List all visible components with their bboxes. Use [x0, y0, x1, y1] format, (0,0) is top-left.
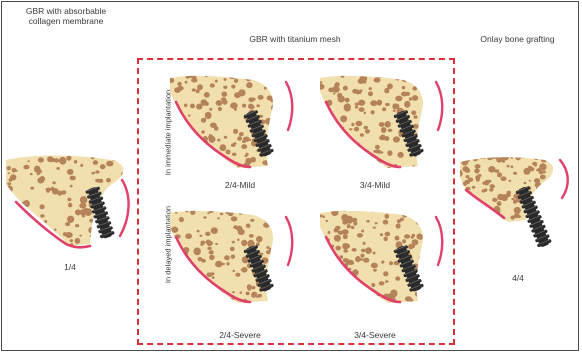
soft-tissue-line — [560, 160, 568, 198]
soft-tissue-line — [436, 82, 442, 130]
illustration-mid-top-right — [318, 70, 448, 170]
illustration-mid-bottom-right — [318, 205, 448, 305]
header-middle: GBR with titanium mesh — [200, 34, 390, 44]
label-mid-bottom-left: 2/4-Severe — [195, 330, 285, 340]
illustration-right — [458, 140, 580, 260]
soft-tissue-line — [120, 180, 129, 236]
illustration-mid-bottom-left — [168, 205, 298, 305]
label-right: 4/4 — [488, 273, 548, 283]
label-mid-bottom-right: 3/4-Severe — [330, 330, 420, 340]
soft-tissue-line — [286, 82, 292, 130]
illustration-mid-top-left — [168, 70, 298, 170]
header-right: Onlay bone grafting — [455, 34, 580, 44]
soft-tissue-line — [286, 217, 292, 265]
header-left-line1: GBR with absorbable — [6, 6, 126, 16]
label-mid-top-right: 3/4-Mild — [335, 180, 415, 190]
soft-tissue-line — [436, 217, 442, 265]
header-left-line2: collagen membrane — [6, 16, 126, 26]
label-mid-top-left: 2/4-Mild — [200, 180, 280, 190]
label-left: 1/4 — [40, 262, 100, 272]
illustration-left — [4, 140, 134, 260]
